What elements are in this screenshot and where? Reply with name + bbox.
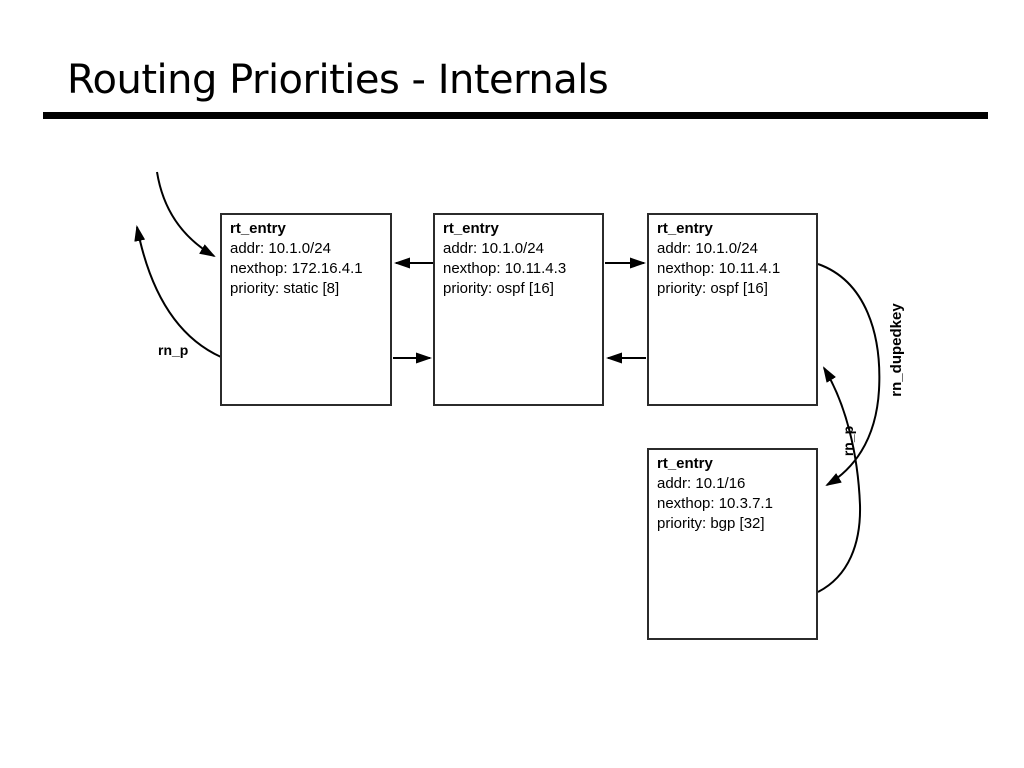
label-rn-p-left: rn_p [158,342,189,358]
page-title: Routing Priorities - Internals [67,57,609,103]
rt-entry-priority: priority: static [8] [230,280,340,297]
rt-entry-nexthop: nexthop: 10.3.7.1 [657,495,773,512]
rt-entry-title: rt_entry [230,220,286,237]
rt-entry-nexthop: nexthop: 10.11.4.1 [657,260,781,277]
label-rn-p-right: rn_p [840,425,856,457]
label-rn-dupedkey: rn_dupedkey [888,303,905,397]
rt-entry-addr: addr: 10.1.0/24 [443,240,544,257]
rt-entry-addr: addr: 10.1.0/24 [657,240,758,257]
rt-entry-box-bgp: rt_entry addr: 10.1/16 nexthop: 10.3.7.1… [647,448,818,640]
rt-entry-box-ospf-b: rt_entry addr: 10.1.0/24 nexthop: 10.11.… [647,213,818,406]
rt-entry-addr: addr: 10.1/16 [657,475,746,492]
rt-entry-nexthop: nexthop: 172.16.4.1 [230,260,363,277]
rt-entry-priority: priority: bgp [32] [657,515,765,532]
rt-entry-title: rt_entry [657,220,713,237]
rt-entry-addr: addr: 10.1.0/24 [230,240,331,257]
arrow-rn-dupedkey-box3-to-box4 [817,263,881,487]
rt-entry-box-static: rt_entry addr: 10.1.0/24 nexthop: 172.16… [220,213,392,406]
rt-entry-title: rt_entry [657,455,713,472]
rt-entry-box-ospf-a: rt_entry addr: 10.1.0/24 nexthop: 10.11.… [433,213,604,406]
rt-entry-nexthop: nexthop: 10.11.4.3 [443,260,567,277]
arrow-incoming-to-box1 [156,171,216,258]
arrow-rn-p-box4-to-box3 [817,366,862,593]
rt-entry-title: rt_entry [443,220,499,237]
arrow-rn-p-box1-up [134,225,222,358]
title-underline-rule [43,112,988,119]
rt-entry-priority: priority: ospf [16] [443,280,554,297]
rt-entry-priority: priority: ospf [16] [657,280,768,297]
